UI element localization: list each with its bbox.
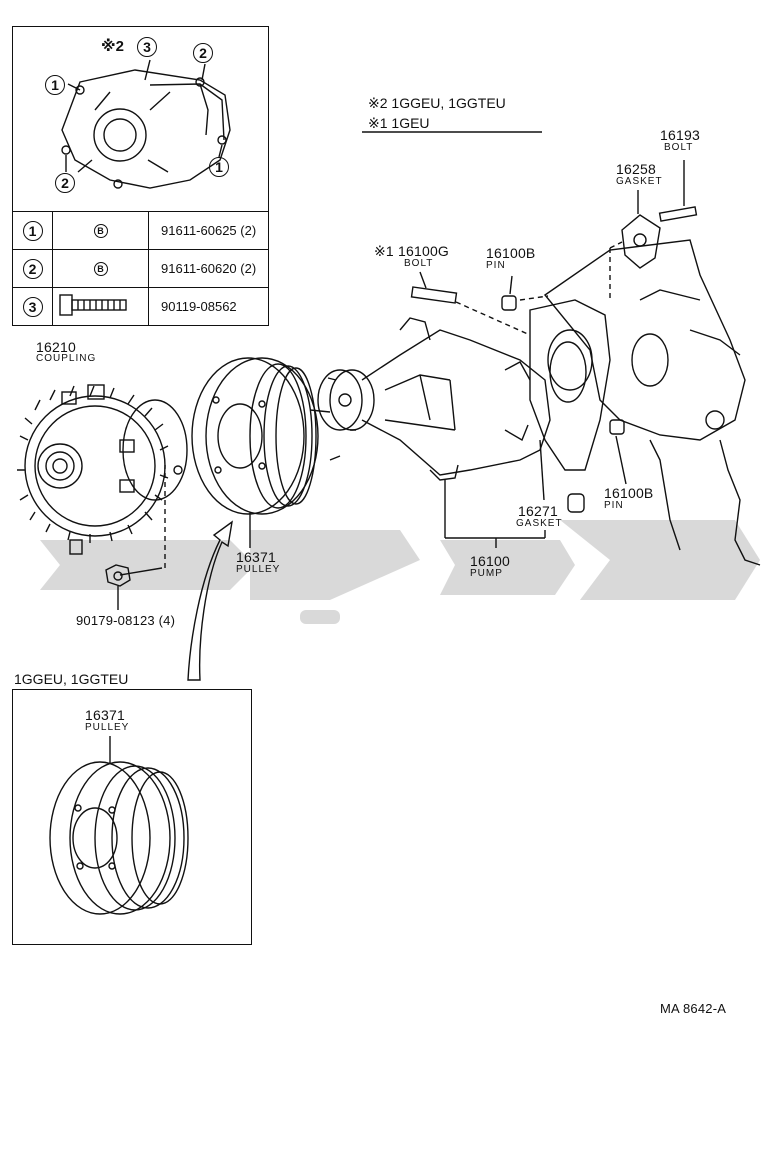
diagram-code: MA 8642-A <box>660 1001 727 1016</box>
pump-part-number: 16100 <box>470 553 510 569</box>
pulley-shape <box>191 357 319 515</box>
bolt-g-part-name: BOLT <box>404 258 434 269</box>
bottom-inset-header: 1GGEU, 1GGTEU <box>14 671 129 687</box>
bolt-shape-cell <box>53 288 149 325</box>
gasket-part-name: GASKET <box>516 518 563 529</box>
alternate-pulley-inset: 16371 PULLEY <box>12 689 252 945</box>
coupling-part-name: COUPLING <box>36 353 97 364</box>
part-number: 91611-60620 (2) <box>161 261 257 276</box>
stud-bolt-top-shape <box>658 206 698 222</box>
watermark-logo <box>40 520 760 624</box>
pin-top-part-number: 16100B <box>486 245 536 261</box>
table-row: 3 90119-08562 <box>13 287 268 325</box>
gasket-top-part-name: GASKET <box>616 176 663 187</box>
part-number: 90119-08562 <box>161 299 237 314</box>
callout-1-right: 1 <box>209 157 229 177</box>
pulley-part-name: PULLEY <box>236 564 281 575</box>
callout-2-bottom: 2 <box>55 173 75 193</box>
part-number: 91611-60625 (2) <box>161 223 257 238</box>
pin-bottom-part-name: PIN <box>604 500 624 511</box>
gasket-top-part-number: 16258 <box>616 161 656 177</box>
inset-pump-cover <box>61 69 231 189</box>
sleeve-shape <box>567 493 585 513</box>
inset-pulley-part-name: PULLEY <box>85 722 130 733</box>
water-pump-shape <box>309 317 551 481</box>
pin-top-shape <box>501 295 517 311</box>
gasket-part-number: 16271 <box>518 503 558 519</box>
bolt-location-inset: ※2 3 2 1 2 1 1 B 91611-60625 (2) 2 B 916… <box>12 26 269 326</box>
bolt-top-part-number: 16193 <box>660 127 700 143</box>
callout-1-left: 1 <box>45 75 65 95</box>
inset-note-mark: ※2 <box>101 38 124 55</box>
pin-top-part-name: PIN <box>486 260 506 271</box>
table-row: 2 B 91611-60620 (2) <box>13 249 268 287</box>
inset-pulley-part-number: 16371 <box>85 707 125 723</box>
pump-part-name: PUMP <box>470 568 503 579</box>
bolt-type-symbol: B <box>93 223 108 238</box>
flange-nut-shape <box>105 564 131 587</box>
engine-front-cover-shape <box>543 239 761 566</box>
fan-coupling-shape <box>17 384 188 555</box>
bolt-g-part-number: ※1 16100G <box>374 243 450 259</box>
curved-arrow <box>187 520 233 681</box>
bolt-type-symbol: B <box>93 261 108 276</box>
row-number: 3 <box>22 296 43 317</box>
table-bolt-shape <box>59 294 127 316</box>
row-number: 2 <box>22 258 43 279</box>
pin-bottom-shape <box>609 419 625 435</box>
callout-2-top: 2 <box>193 43 213 63</box>
table-row: 1 B 91611-60625 (2) <box>13 211 268 249</box>
row-number: 1 <box>22 220 43 241</box>
pin-bottom-part-number: 16100B <box>604 485 654 501</box>
bolt-top-part-name: BOLT <box>664 142 694 153</box>
callout-3: 3 <box>137 37 157 57</box>
legend-note-1: ※1 1GEU <box>368 115 430 131</box>
stud-bolt-g-shape <box>410 286 458 304</box>
pulley-part-number: 16371 <box>236 549 276 565</box>
inset-pulley-shape <box>49 761 189 915</box>
coupling-part-number: 16210 <box>36 339 76 355</box>
small-gasket-shape <box>621 214 661 269</box>
nut-part-number: 90179-08123 (4) <box>76 613 176 628</box>
legend-note-2: ※2 1GGEU, 1GGTEU <box>368 95 506 111</box>
